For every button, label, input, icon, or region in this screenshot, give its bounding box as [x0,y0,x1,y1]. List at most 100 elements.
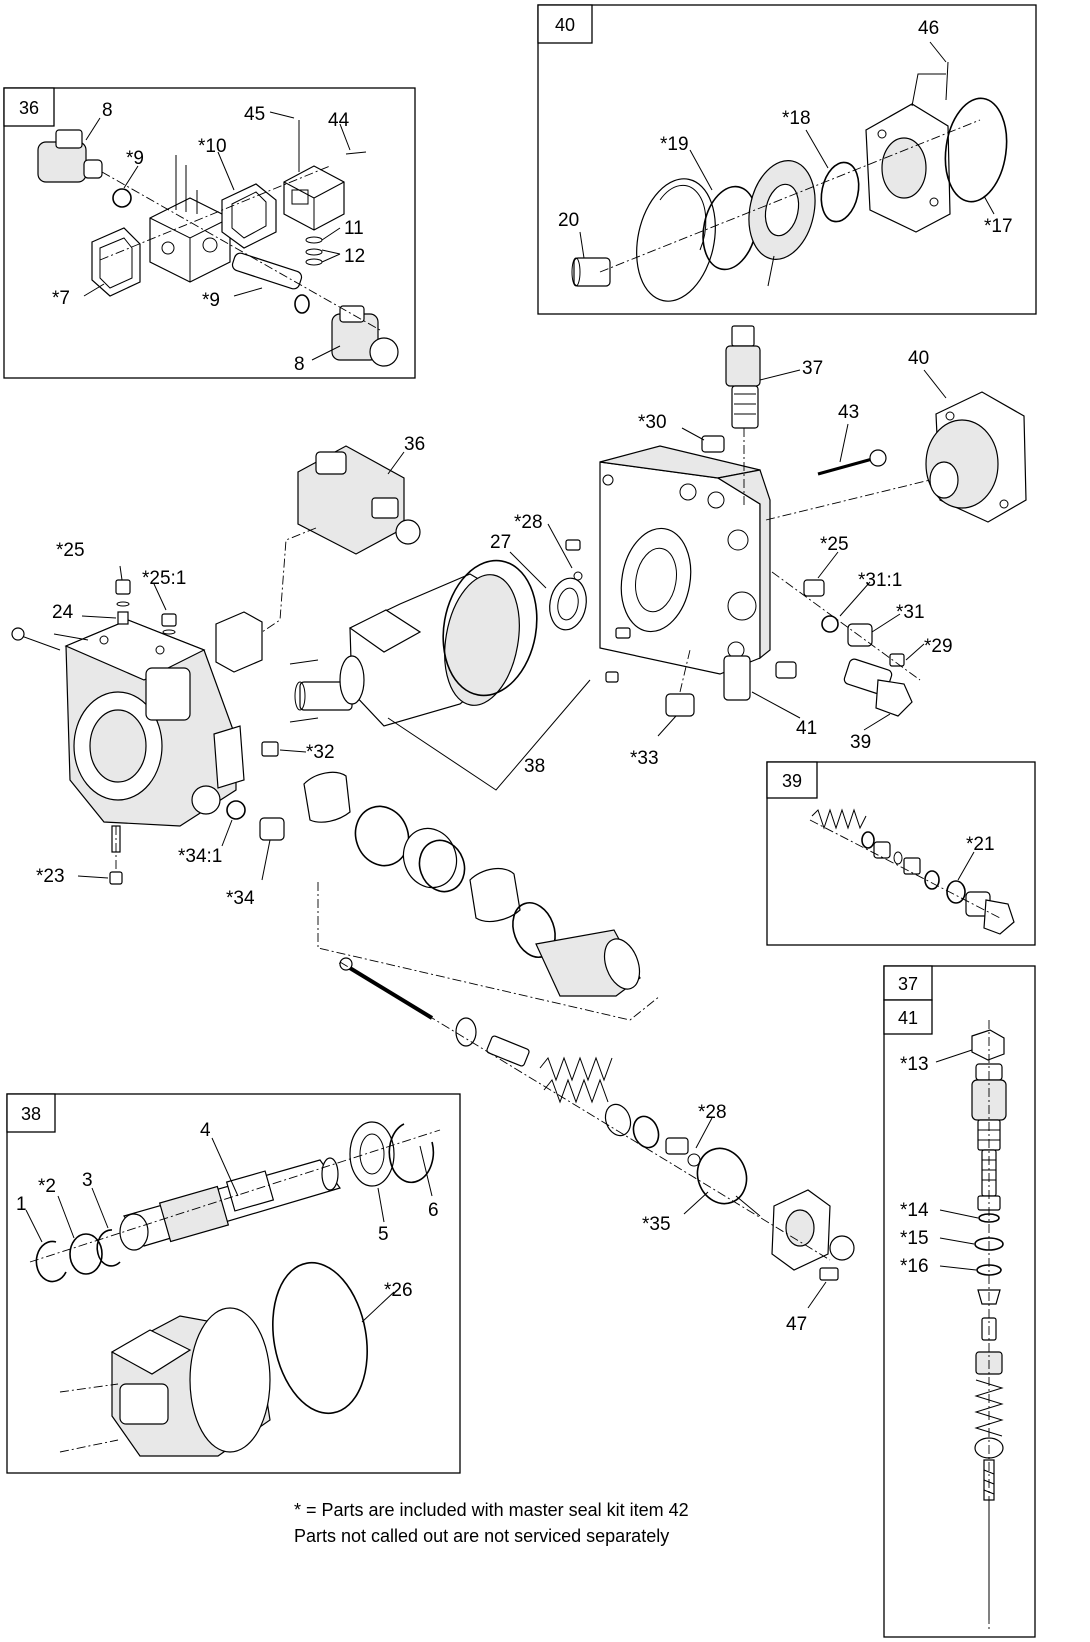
seal-kit-note: * = Parts are included with master seal … [294,1500,689,1520]
label: 37 [802,358,823,379]
spring-seat [455,1017,477,1047]
plug-32 [261,741,279,757]
inset-36-tag-box [3,87,55,127]
label: *33 [630,748,659,769]
inset-36-tag: 36 [19,98,39,118]
bearing-5 [349,1121,395,1187]
label: *10 [198,136,227,157]
label: 46 [918,18,939,39]
label: 47 [786,1314,807,1335]
o-ring-31-1 [821,615,839,633]
label: *17 [984,216,1013,237]
solenoid-valve-36 [297,445,421,555]
gasket-7 [91,227,141,297]
inset-40-tag-box [537,4,593,44]
label: *29 [924,636,953,657]
inset-40: 40 46 *18 *19 20 *17 [537,4,1037,315]
label: 5 [378,1224,389,1245]
label: 39 [850,732,871,753]
label: *32 [306,742,335,763]
label: *26 [384,1280,413,1301]
cartridge-39 [843,658,913,717]
label: 12 [344,246,365,267]
label: *28 [514,512,543,533]
solenoid-coil-upper [37,129,103,183]
service-note: Parts not called out are not serviced se… [294,1526,669,1546]
ring-2 [69,1233,103,1275]
bearing-27 [549,577,587,631]
label: 24 [52,602,74,623]
inset-39: 39 *21 [766,761,1036,946]
label: 8 [102,100,113,121]
plug-29 [889,653,905,667]
plug-30 [701,435,725,453]
inset-39-tag-box [766,761,818,799]
inset-37-41: 37 41 *13 *14 *15 *16 [883,965,1036,1638]
label: *14 [900,1200,929,1221]
inset-37-frame [883,965,1036,1638]
plug-31 [847,623,873,647]
label: *31:1 [858,570,902,591]
cap-13 [971,1029,1005,1061]
label: 38 [524,756,545,777]
end-cover-40-main [925,391,1027,523]
inset-36: 36 [3,87,416,379]
end-cover-40 [865,103,951,233]
label: *16 [900,1256,929,1277]
spool-9 [231,252,303,290]
cartridge-plug [965,891,1015,935]
gasket-10 [221,183,277,249]
snap-ring-6 [388,1123,435,1184]
label: *25 [820,534,849,555]
servo-cover-47 [771,1189,855,1281]
o-ring-17 [944,97,1008,203]
label: *18 [782,108,811,129]
plug-25-right [803,579,825,597]
label: *25 [56,540,85,561]
bolt-46 [945,61,949,101]
plug-33 [665,693,695,717]
label: *19 [660,134,689,155]
label: *35 [642,1214,671,1235]
bushing-20 [573,257,611,287]
bolt-44 [345,151,367,155]
relief-valve-37 [725,325,761,429]
label: 1 [16,1194,27,1215]
inset-38-tag: 38 [21,1104,41,1124]
label: 44 [328,110,350,131]
end-cover-block [283,165,345,231]
drive-shaft-4 [119,1157,341,1251]
rotating-group [289,573,520,727]
cylinder-block-assembly [59,1307,271,1457]
plug-34 [259,817,285,841]
label: 27 [490,532,511,553]
spring [539,1056,613,1104]
inset-39-frame [766,761,1036,946]
label: 4 [200,1120,211,1141]
label: *15 [900,1228,929,1249]
label: *23 [36,866,65,887]
label: *9 [126,148,144,169]
bolt-43-head [869,449,887,467]
label: *13 [900,1054,929,1075]
valve-block [149,155,231,283]
pump-housing [64,619,245,827]
inset-38: 38 4 *2 3 [6,1093,461,1474]
port-block [599,445,771,701]
o-ring-35 [696,1147,748,1205]
label: 36 [404,434,425,455]
o-ring-26 [272,1261,368,1415]
label: *34 [226,888,255,909]
pin-28 [573,571,583,581]
inset-41-tag: 41 [898,1008,918,1028]
inset-36-frame [3,87,416,379]
inset-39-tag: 39 [782,771,802,791]
label: 40 [908,348,929,369]
inset-38-frame [6,1093,461,1474]
ring-3 [96,1229,121,1267]
label: *25:1 [142,568,186,589]
label: 20 [558,210,579,231]
label: 3 [82,1170,93,1191]
servo-piston-stack [303,771,641,997]
label: *2 [38,1176,56,1197]
